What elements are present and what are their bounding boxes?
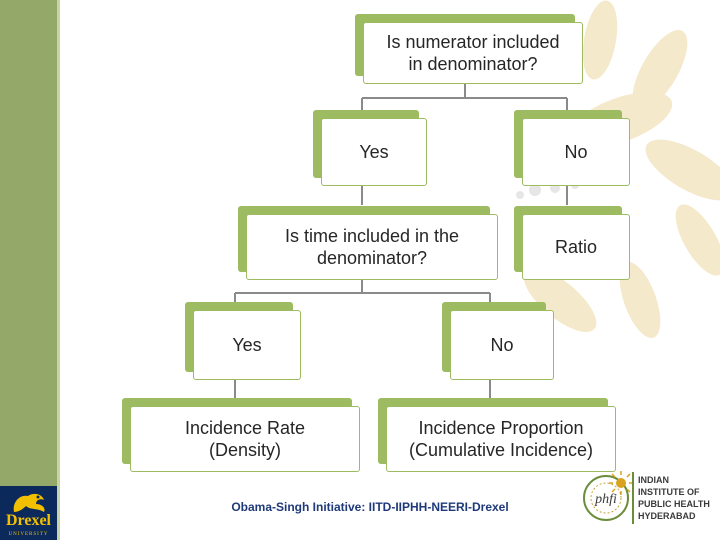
node-incidence-proportion-label: Incidence Proportion (Cumulative Inciden… <box>408 418 594 460</box>
node-yes-2: Yes <box>185 302 301 380</box>
svg-text:phfi: phfi <box>594 492 617 507</box>
iiphh-line-4: HYDERABAD <box>638 511 696 521</box>
node-no-2-label: No <box>490 335 514 355</box>
node-yes-2-label: Yes <box>232 335 262 355</box>
node-incidence-rate: Incidence Rate (Density) <box>122 398 360 472</box>
node-time-question: Is time included in the denominator? <box>238 206 498 280</box>
node-root-question-label: Is numerator included in denominator? <box>386 32 560 74</box>
logo-divider <box>632 472 634 524</box>
node-no-1: No <box>514 110 630 186</box>
left-sidebar-band <box>0 0 57 540</box>
node-ratio-label: Ratio <box>554 237 598 257</box>
node-ratio: Ratio <box>514 206 630 280</box>
node-no-2: No <box>442 302 554 380</box>
node-root-question: Is numerator included in denominator? <box>355 14 583 84</box>
footer-initiative-text: Obama-Singh Initiative: IITD-IIPHH-NEERI… <box>231 500 509 514</box>
iiphh-logo-text: INDIAN INSTITUTE OF PUBLIC HEALTH HYDERA… <box>638 474 720 522</box>
drexel-wordmark: Drexel <box>5 512 51 529</box>
dragon-icon <box>13 493 45 512</box>
iiphh-line-3: PUBLIC HEALTH <box>638 499 710 509</box>
node-no-1-label: No <box>564 142 588 162</box>
iiphh-line-1: INDIAN <box>638 475 669 485</box>
node-incidence-proportion: Incidence Proportion (Cumulative Inciden… <box>378 398 616 472</box>
node-yes-1-label: Yes <box>359 142 389 162</box>
left-sidebar-edge <box>57 0 60 540</box>
drexel-university-text: UNIVERSITY <box>8 532 49 537</box>
node-yes-1: Yes <box>313 110 427 186</box>
node-incidence-rate-label: Incidence Rate (Density) <box>184 418 306 460</box>
iiphh-line-2: INSTITUTE OF <box>638 487 700 497</box>
phfi-emblem-icon: phfi <box>583 475 629 521</box>
node-time-question-label: Is time included in the denominator? <box>284 226 460 268</box>
drexel-logo: Drexel UNIVERSITY <box>0 486 57 540</box>
iiphh-sun-icon <box>609 471 633 495</box>
